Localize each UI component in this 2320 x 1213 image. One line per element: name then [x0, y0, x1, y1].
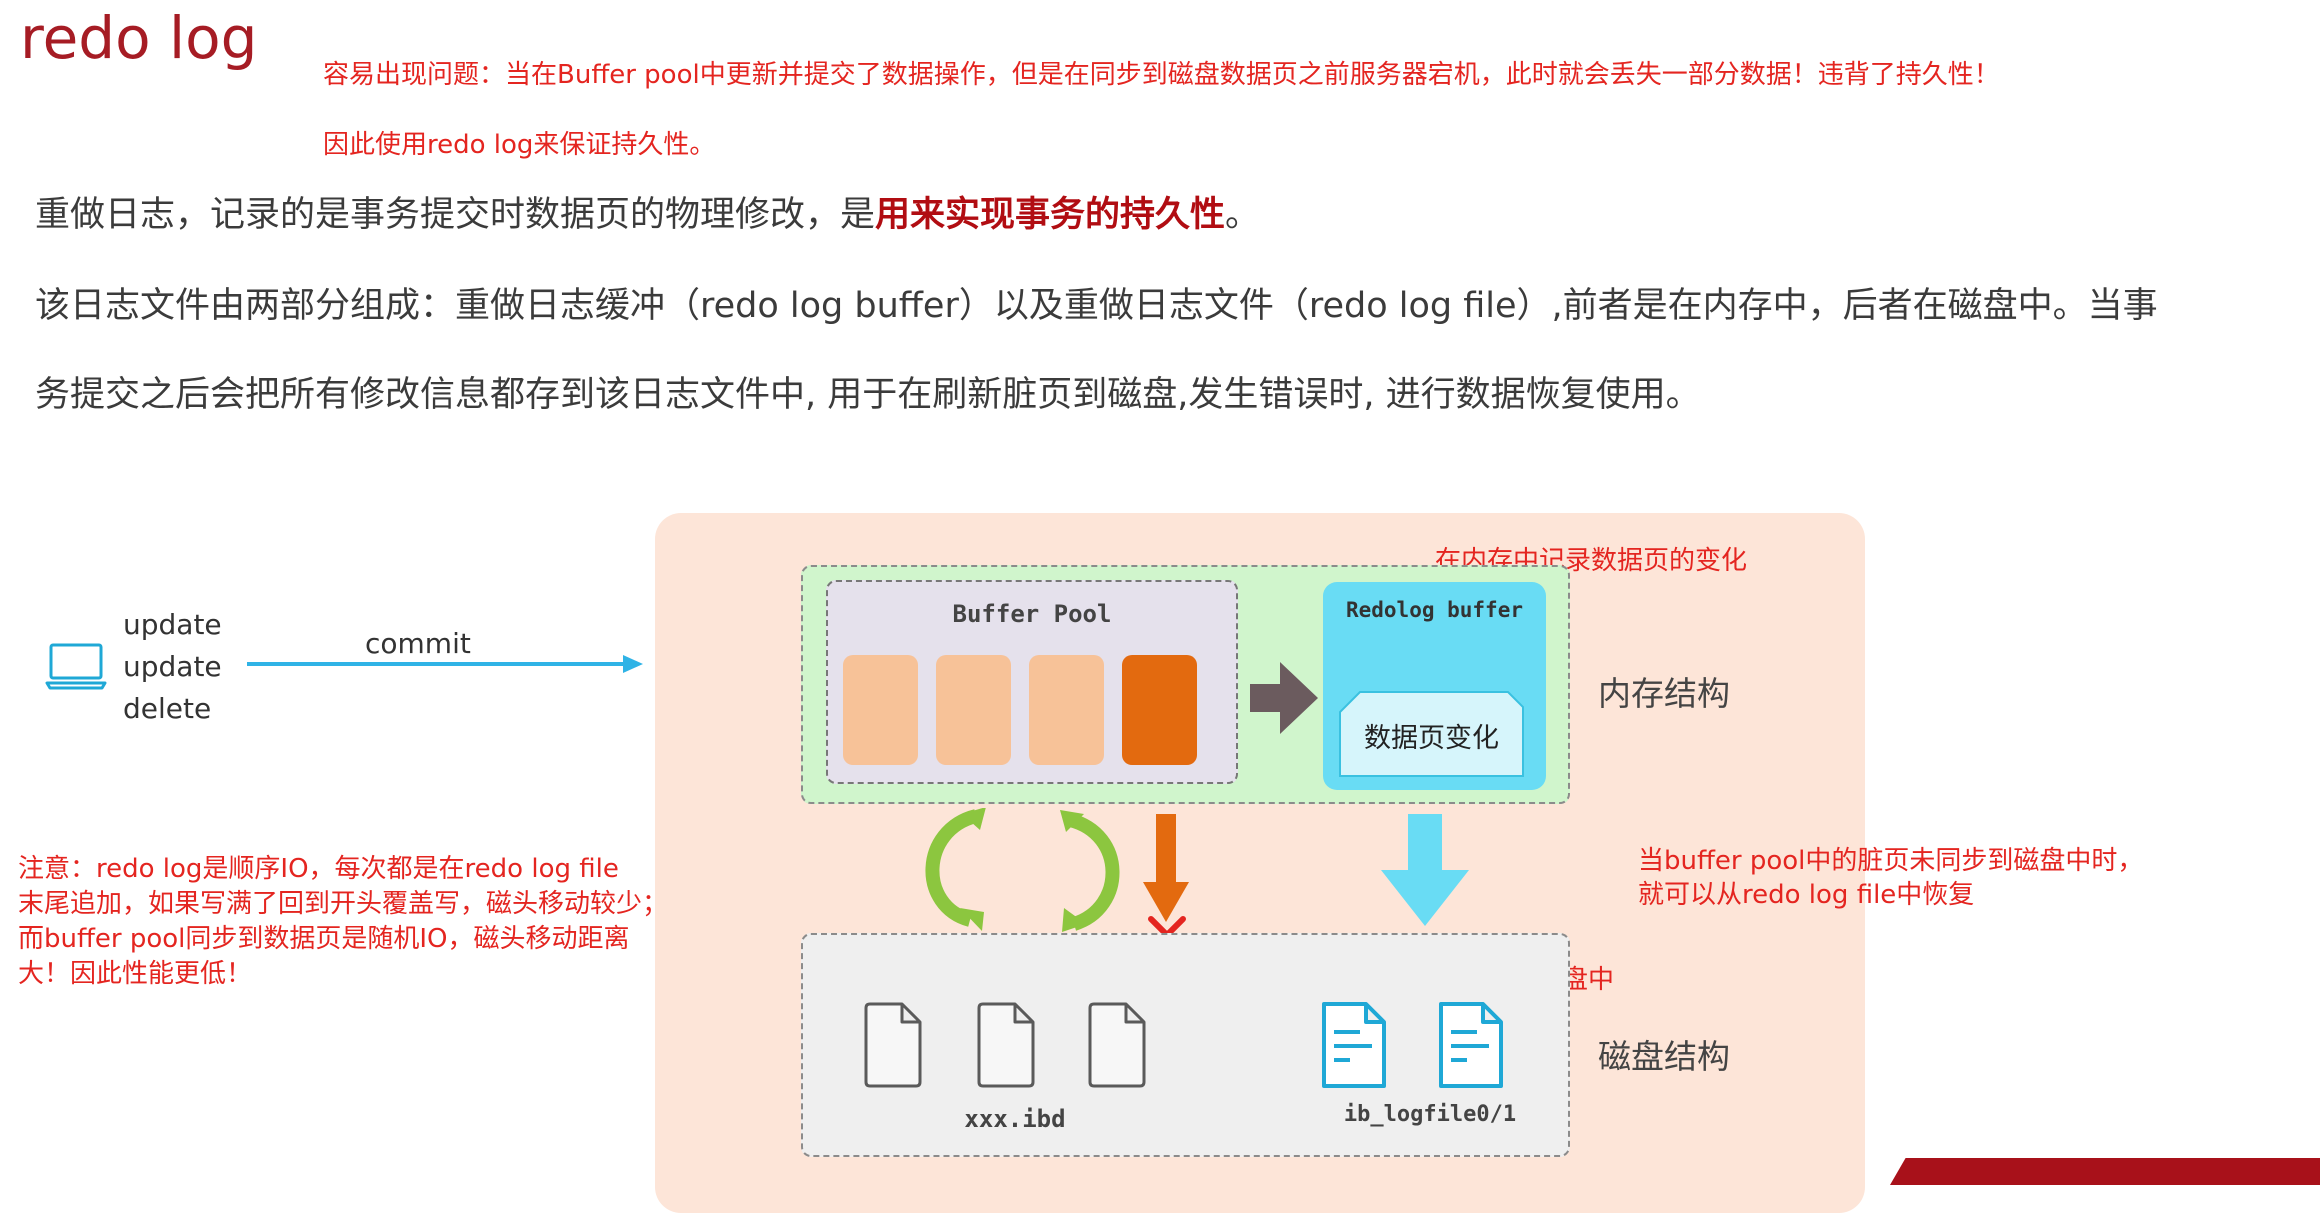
operation-delete: delete [123, 692, 212, 725]
intro-text: 重做日志，记录的是事务提交时数据页的物理修改，是 [35, 195, 876, 235]
io-note-line3: 而buffer pool同步到数据页是随机IO，磁头移动距离 [18, 924, 630, 954]
intro-end: 。 [1225, 195, 1261, 235]
ibd-file-icon [977, 1002, 1035, 1088]
disk-structure-label: 磁盘结构 [1598, 1037, 1730, 1076]
page-title: redo log [20, 4, 258, 72]
logfile-label: ib_logfile0/1 [1343, 1102, 1517, 1127]
logfile-icon [1322, 1002, 1386, 1088]
laptop-icon [45, 643, 107, 690]
problem-note-line1: 容易出现问题：当在Buffer pool中更新并提交了数据操作，但是在同步到磁盘… [323, 60, 2000, 90]
corner-banner [1890, 1158, 2320, 1185]
logfile-icon [1439, 1002, 1503, 1088]
commit-label: commit [365, 627, 471, 660]
intro-paragraph-2-line2: 务提交之后会把所有修改信息都存到该日志文件中, 用于在刷新脏页到磁盘,发生错误时… [35, 375, 1701, 415]
commit-arrow [247, 655, 643, 673]
io-note-line1: 注意：redo log是顺序IO，每次都是在redo log file [18, 854, 619, 884]
data-page [1029, 655, 1104, 765]
ibd-file-icon [1088, 1002, 1146, 1088]
buffer-pool-label: Buffer Pool [952, 600, 1112, 628]
buffer-pool-sync-arrow [1143, 814, 1189, 922]
dirty-data-page [1122, 655, 1197, 765]
operation-update-2: update [123, 650, 222, 683]
intro-paragraph-2-line1: 该日志文件由两部分组成：重做日志缓冲（redo log buffer）以及重做日… [35, 286, 2158, 326]
sync-cycle-icon [925, 808, 1120, 932]
intro-paragraph-1: 重做日志，记录的是事务提交时数据页的物理修改，是用来实现事务的持久性。 [35, 186, 1260, 237]
memory-structure-label: 内存结构 [1598, 674, 1730, 713]
data-page [843, 655, 918, 765]
recover-note-line2: 就可以从redo log file中恢复 [1638, 880, 1975, 910]
redolog-buffer-label: Redolog buffer [1345, 598, 1523, 622]
io-note-line4: 大！因此性能更低！ [18, 959, 253, 989]
page-change-label: 数据页变化 [1364, 723, 1499, 754]
recover-note-line1: 当buffer pool中的脏页未同步到磁盘中时， [1638, 846, 2144, 876]
redolog-flush-arrow [1381, 814, 1469, 926]
operation-update-1: update [123, 608, 222, 641]
intro-emphasis: 用来实现事务的持久性 [875, 195, 1226, 235]
ibd-file-icon [864, 1002, 922, 1088]
ibd-label: xxx.ibd [964, 1105, 1066, 1133]
page-change-card [1339, 691, 1524, 777]
problem-note-line2: 因此使用redo log来保证持久性。 [323, 130, 716, 160]
data-page [936, 655, 1011, 765]
io-note-line2: 末尾追加，如果写满了回到开头覆盖写，磁头移动较少； [18, 889, 669, 919]
right-arrow-icon [1250, 662, 1318, 734]
